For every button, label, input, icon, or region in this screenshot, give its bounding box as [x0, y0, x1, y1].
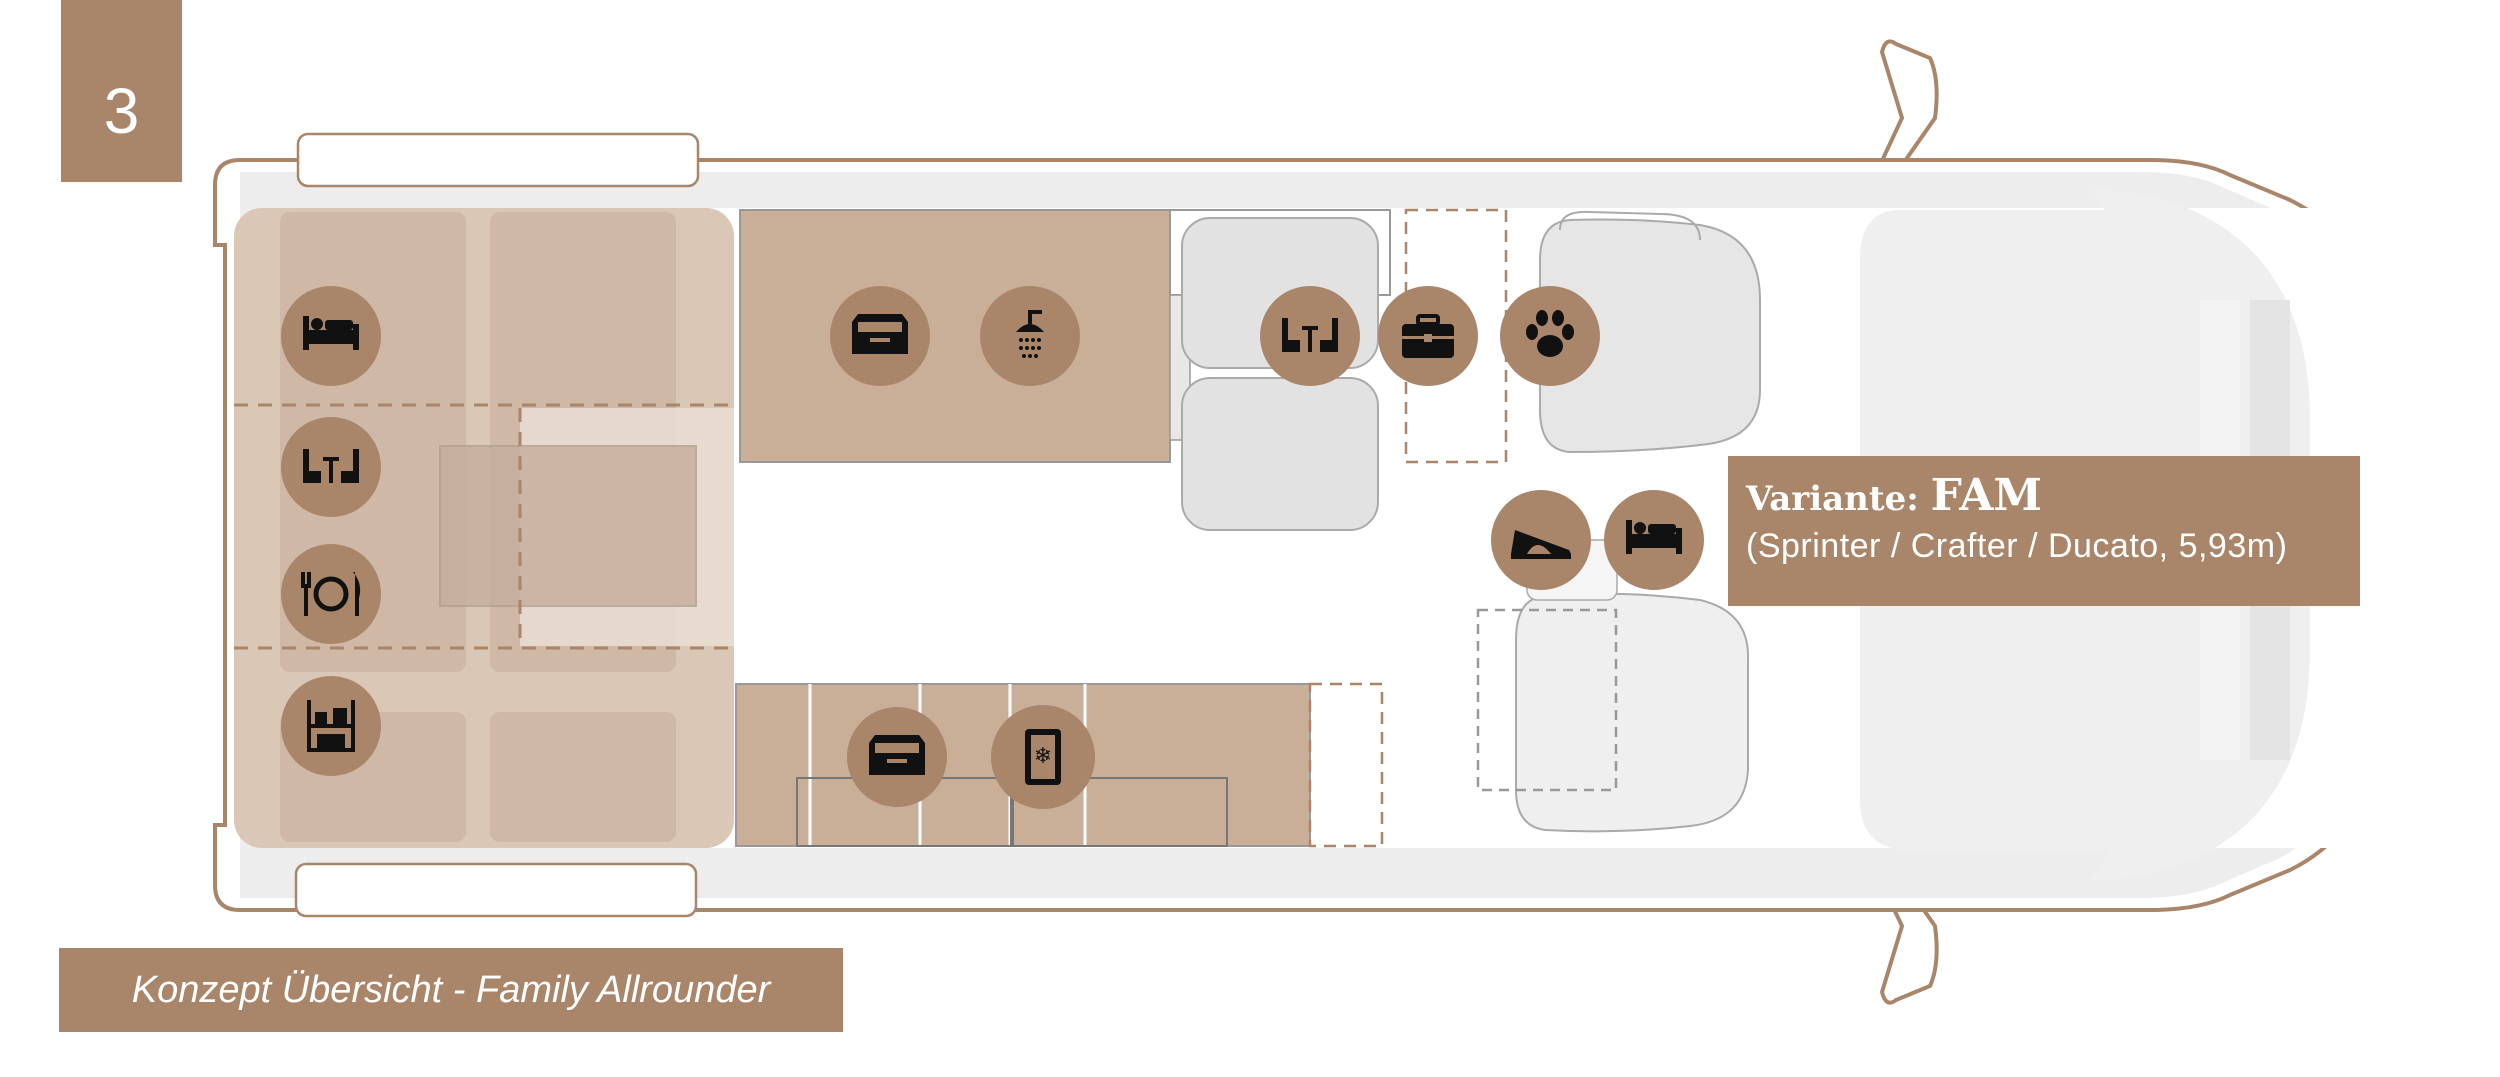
page-number: 3: [103, 75, 140, 147]
paw-icon: [1500, 286, 1600, 386]
variant-label: Variante:: [1746, 479, 1919, 519]
variant-title: Variante: FAM: [1746, 470, 2360, 521]
page-number-badge: 3: [61, 0, 182, 182]
mirror-top: [1877, 39, 1939, 171]
dining-icon: [281, 544, 381, 644]
dinette-icon: [281, 417, 381, 517]
variant-name: FAM: [1930, 470, 2043, 521]
drawer-icon: [830, 286, 930, 386]
shelf-icon: [281, 676, 381, 776]
side-window-bottom: [294, 862, 698, 918]
side-window-top: [296, 132, 700, 188]
dinette-icon: [1260, 286, 1360, 386]
briefcase-icon: [1378, 286, 1478, 386]
upper-module: [739, 209, 1171, 463]
variant-label-box: Variante: FAM (Sprinter / Crafter / Duca…: [1728, 456, 2360, 606]
variant-spec: (Sprinter / Crafter / Ducato, 5,93m): [1746, 527, 2288, 565]
bed-icon: [281, 286, 381, 386]
shower-icon: [980, 286, 1080, 386]
svg-text:❄: ❄: [1034, 744, 1052, 769]
caption-text: Konzept Übersicht - Family Allrounder: [131, 968, 771, 1011]
pop-top-roof-icon: [1491, 490, 1591, 590]
fridge-icon: ❄: [991, 705, 1095, 809]
bed-icon: [1604, 490, 1704, 590]
driver-seat: [1539, 218, 1761, 454]
drawer-icon: [847, 707, 947, 807]
bench-seat-bottom: [1181, 377, 1379, 531]
passenger-seat: [1515, 592, 1750, 833]
rear-table: [439, 445, 697, 607]
caption-banner: Konzept Übersicht - Family Allrounder: [59, 948, 843, 1032]
